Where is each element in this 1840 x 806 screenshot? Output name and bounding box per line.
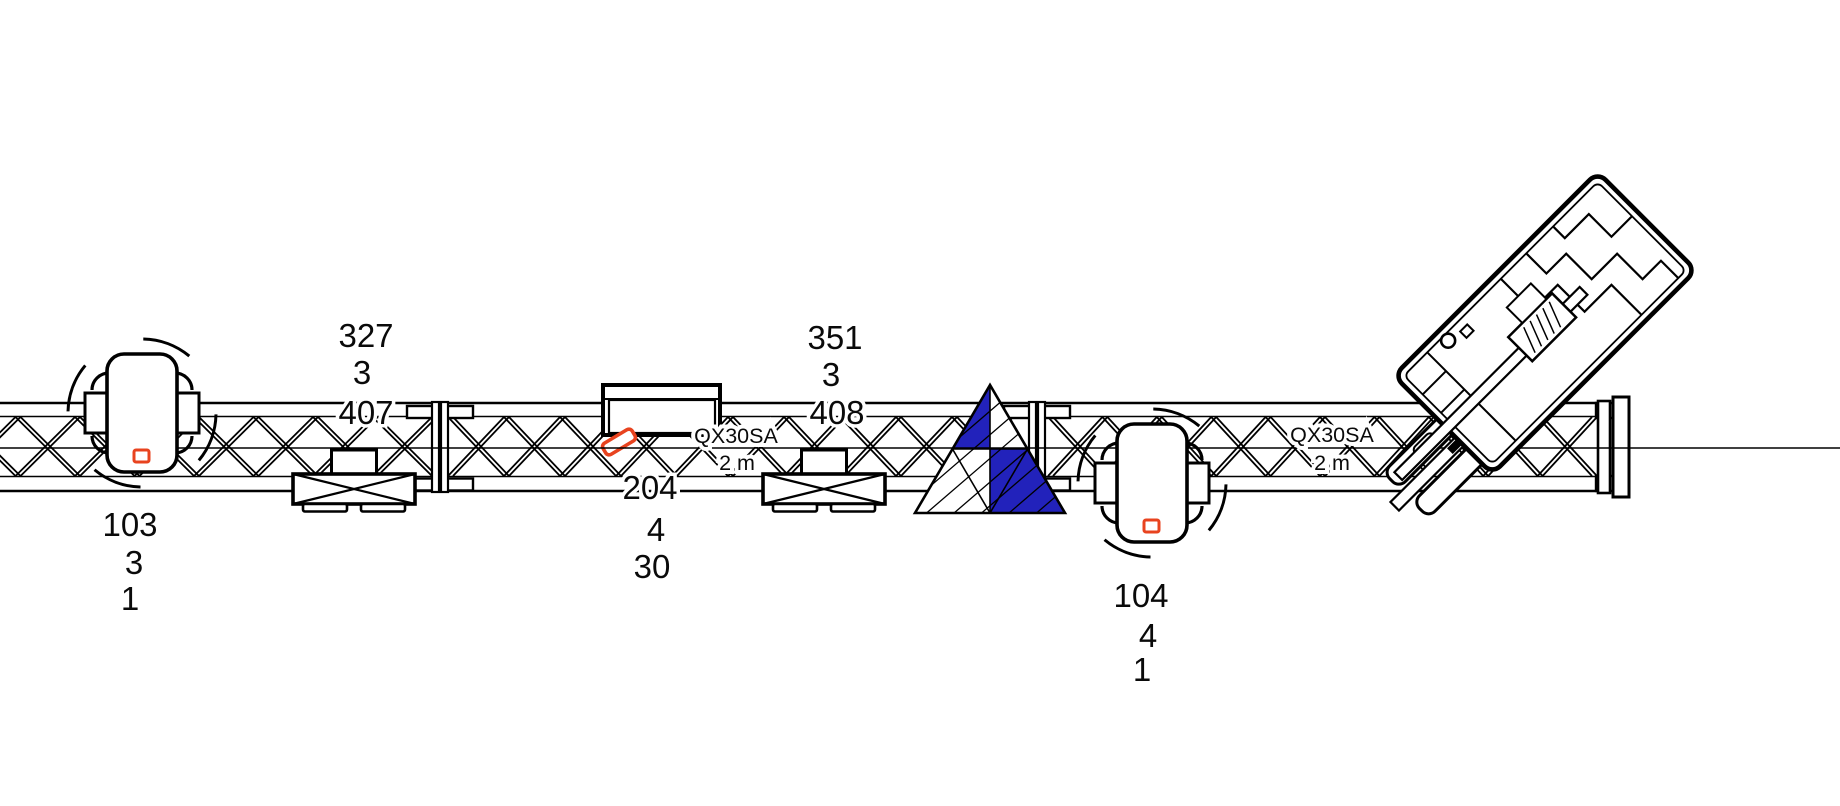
label-truss-type-2[interactable]: QX30SA bbox=[1286, 419, 1378, 451]
label-blinder-2[interactable]: 4 bbox=[643, 508, 668, 552]
label-moving-head-right-2[interactable]: 4 bbox=[1135, 614, 1160, 658]
label-moving-head-right-1[interactable]: 104 bbox=[1110, 574, 1172, 618]
label-blinder-1[interactable]: 204 bbox=[619, 466, 681, 510]
label-blinder-3[interactable]: 30 bbox=[630, 545, 674, 589]
chain-hoist-351[interactable] bbox=[761, 448, 887, 514]
tower-body bbox=[1392, 174, 1694, 482]
label-moving-head-right-3[interactable]: 1 bbox=[1129, 648, 1154, 692]
truss-junction-1[interactable] bbox=[405, 400, 475, 494]
label-hoist-right-2[interactable]: 3 bbox=[818, 353, 843, 397]
label-moving-head-left-2[interactable]: 3 bbox=[121, 541, 146, 585]
label-hoist-right-3[interactable]: 408 bbox=[806, 391, 868, 435]
pyramid-blue-bottom bbox=[990, 449, 1065, 513]
chain-hoist-327[interactable] bbox=[291, 448, 417, 514]
label-moving-head-left-1[interactable]: 103 bbox=[99, 503, 161, 547]
tower-case-symbol[interactable] bbox=[1346, 172, 1696, 529]
label-truss-type-1[interactable]: QX30SA bbox=[690, 420, 782, 452]
label-hoist-left-2[interactable]: 3 bbox=[349, 351, 374, 395]
blinder-fixture-204[interactable] bbox=[600, 383, 722, 457]
label-hoist-left-3[interactable]: 407 bbox=[335, 391, 397, 435]
label-hoist-left-1[interactable]: 327 bbox=[335, 314, 397, 358]
label-moving-head-left-3[interactable]: 1 bbox=[117, 577, 142, 621]
label-truss-length-2[interactable]: 2 m bbox=[1310, 447, 1354, 479]
truss-end-plate[interactable] bbox=[1594, 395, 1631, 499]
label-hoist-right-1[interactable]: 351 bbox=[804, 316, 866, 360]
label-truss-length-1[interactable]: 2 m bbox=[715, 447, 759, 479]
